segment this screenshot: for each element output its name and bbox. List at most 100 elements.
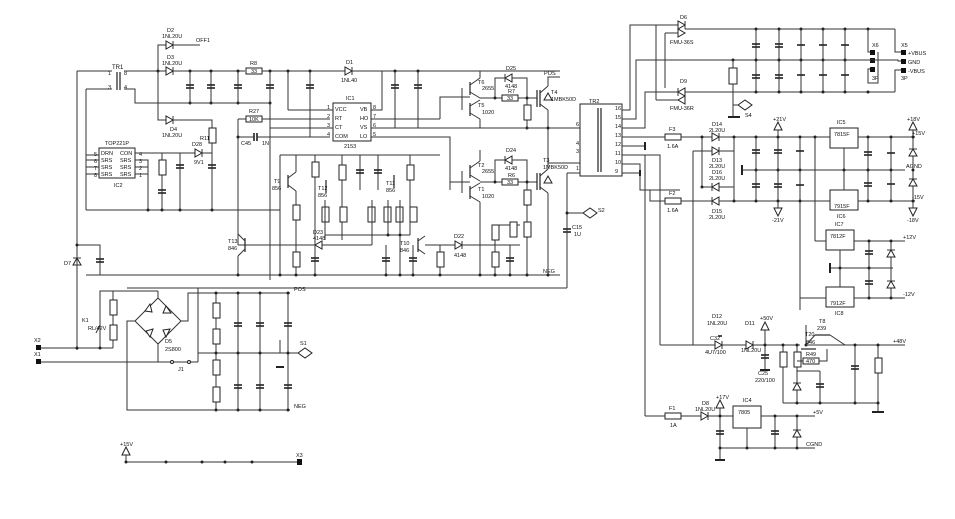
d9-ref: D9 — [680, 79, 687, 85]
p48-net-label: +48V — [893, 339, 906, 345]
t10-ref: T10 — [400, 241, 409, 247]
connector-x1: X1 — [34, 352, 41, 364]
ic4-7805: IC4 7805 — [732, 398, 762, 429]
t13-val: 846 — [228, 246, 237, 252]
resistor-r27: R27 10K — [245, 109, 263, 123]
r8-ref: R8 — [250, 61, 257, 67]
d24-ref: D24 — [506, 148, 516, 154]
f3-ref: F3 — [669, 127, 675, 133]
s1-label: S1 — [300, 341, 307, 347]
r6-val: 33 — [507, 180, 513, 186]
ic1-pinnum: 5 — [373, 132, 376, 138]
p5-net-label: +5V — [813, 410, 823, 416]
c32-val: 4U7/100 — [705, 350, 726, 356]
p50-label: +50V — [760, 316, 773, 322]
d2-val: 1NL20U — [162, 34, 182, 40]
fuse-f2: F2 1.6A — [664, 191, 682, 214]
test-point-s4: S4 — [737, 99, 753, 119]
t20-ref: T20 — [805, 332, 814, 338]
x5-label: X5 — [901, 43, 908, 49]
ic7-7812: IC7 7812F — [825, 222, 855, 251]
t2-ref: T2 — [478, 163, 484, 169]
power-flag-p18: +18V — [907, 117, 920, 131]
s4-label: S4 — [745, 113, 752, 119]
m15-net-label: -15V — [912, 195, 924, 201]
test-point-s1: S1 — [297, 341, 313, 359]
transistor-t11: T11 856 — [386, 175, 395, 194]
d8-ref: D8 — [702, 401, 709, 407]
d3-val: 1NL20U — [162, 61, 182, 67]
d13-val: 2L20U — [709, 164, 725, 170]
d11-ref: D11 — [745, 321, 755, 327]
ic1-pin: CT — [335, 125, 343, 131]
t3-ref: T3 — [543, 158, 549, 164]
ic6-7915: 7915F IC6 — [829, 189, 859, 220]
capacitor-c15: C15 1U — [563, 225, 582, 238]
r7-ref: R7 — [508, 89, 515, 95]
t4-val: 1MBK50D — [551, 97, 576, 103]
zener-d28: D28 9V1 — [192, 142, 204, 166]
power-flag-m18: -18V — [907, 207, 919, 224]
r7-val: 33 — [507, 96, 513, 102]
tr1-pin: 3 — [108, 85, 111, 91]
d14-ref: D14 — [712, 122, 722, 128]
resistor-r6: R6 33 — [501, 173, 519, 186]
t9-val: 856 — [272, 186, 281, 192]
ic8-7912: 7912F IC8 — [825, 286, 855, 317]
resistor-r13 — [109, 324, 118, 341]
tr2-pin: 14 — [615, 124, 621, 130]
t11-val: 856 — [386, 188, 395, 194]
transistor-t13: T13 846 — [228, 233, 246, 257]
diode-d8: D8 1NL20U — [695, 401, 715, 421]
resistor-r49: R49 470 — [802, 352, 820, 365]
ic2-top221p: TOP221P IC2 DRN SRS SRS SRS CON SRS SRS … — [94, 141, 142, 189]
agnd-net-label: AGND — [906, 164, 922, 170]
c32-ref: C32 — [710, 336, 720, 342]
ic1-pinnum: 2 — [327, 114, 330, 120]
ic1-pin: LO — [360, 134, 368, 140]
diode-d16: D16 2L20U — [709, 170, 725, 192]
r11-ref: R11 — [200, 136, 210, 142]
t4-ref: T4 — [551, 90, 557, 96]
d15-ref: D15 — [712, 209, 722, 215]
t8-val: 239 — [817, 326, 826, 332]
d12-ref: D12 — [712, 314, 722, 320]
d6-ref: D6 — [680, 15, 687, 21]
tr1-label: TR1 — [112, 65, 124, 71]
ic4-ref: IC4 — [743, 398, 752, 404]
ic2-pin: SRS — [101, 158, 113, 164]
t9-ref: T9 — [274, 179, 280, 185]
x5-note: 3P — [901, 76, 908, 82]
diode-d4: D4 1NL20U — [162, 115, 182, 139]
d12-val: 1NL20U — [707, 321, 727, 327]
d1-ref: D1 — [346, 60, 353, 66]
neg-net-label: NEG — [543, 269, 555, 275]
fuse-f3: F3 1.6A — [664, 127, 682, 150]
diode-d8-fmu36s: D6 FMU-36S — [670, 15, 694, 46]
driver-upper: T6 2655 T5 1020 — [469, 77, 494, 120]
ic2-pin: SRS — [120, 172, 132, 178]
r49-ref: R49 — [806, 352, 816, 358]
d3-ref: D3 — [167, 55, 174, 61]
neg-net-label-2: NEG — [294, 404, 306, 410]
transistor-t8: T8 239 — [815, 319, 830, 336]
f2-val: 1.6A — [667, 208, 679, 214]
resistor-r7: R7 33 — [501, 89, 519, 102]
t13-ref: T13 — [228, 239, 237, 245]
d25-val: 4148 — [505, 84, 517, 90]
tr1-pin: 4 — [124, 85, 127, 91]
d24-val: 4148 — [505, 166, 517, 172]
ic1-pin: VB — [360, 107, 368, 113]
tr2-pin: 1 — [576, 166, 579, 172]
t6-val: 2655 — [482, 86, 494, 92]
p15-flag-label: +15V — [120, 442, 133, 448]
tr1-pin: 8 — [124, 71, 127, 77]
connector-x5: X5 3P +VBUS GND -VBUS — [901, 43, 927, 82]
d5-val: 2S800 — [165, 347, 181, 353]
ic4-part: 7805 — [738, 410, 750, 416]
ic1-part: 2153 — [344, 144, 356, 150]
diode-d9-fmu36r: D9 FMU-36R — [670, 79, 694, 112]
ic1-pin: RT — [335, 116, 343, 122]
x2-label: X2 — [34, 338, 41, 344]
t20-val: 846 — [806, 340, 815, 346]
